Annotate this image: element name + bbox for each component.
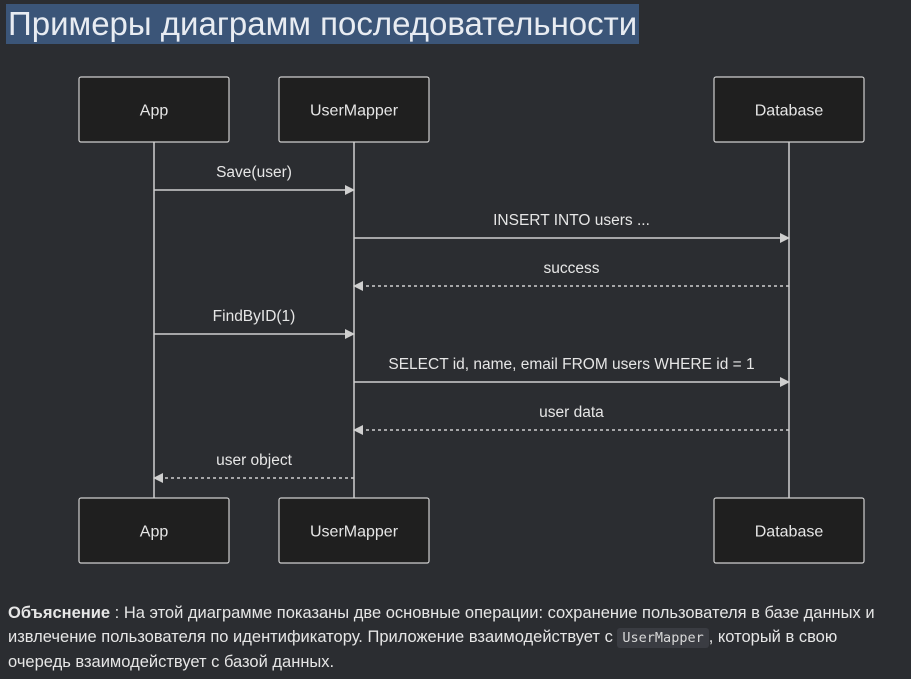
message-label-3: success bbox=[544, 260, 600, 277]
message-label-1: Save(user) bbox=[216, 164, 292, 181]
participant-box-app-top bbox=[78, 76, 230, 143]
explanation-text-after: , который в свою очередь взаимодействует… bbox=[8, 628, 838, 671]
message-label-2: INSERT INTO users ... bbox=[493, 212, 650, 229]
participant-label-database-bottom: Database bbox=[755, 524, 824, 541]
lifelines bbox=[153, 142, 790, 498]
message-label-5: SELECT id, name, email FROM users WHERE … bbox=[388, 356, 754, 373]
page-title: Примеры диаграмм последовательности bbox=[6, 4, 640, 44]
participant-label-app-bottom: App bbox=[140, 524, 169, 541]
messages: Save(user) INSERT INTO users ... successFi… bbox=[153, 164, 790, 483]
explanation-label: Объяснение bbox=[8, 604, 111, 622]
participant-box-database-top bbox=[713, 76, 865, 143]
participant-label-database-top: Database bbox=[755, 103, 824, 120]
participant-boxes: AppAppUserMapperUserMapperDatabaseDataba… bbox=[78, 76, 865, 564]
message-label-7: user object bbox=[216, 452, 293, 469]
page-title-wrap: Примеры диаграмм последовательности bbox=[6, 4, 640, 44]
participant-label-usermapper-top: UserMapper bbox=[310, 103, 399, 120]
inline-code-usermapper: UserMapper bbox=[617, 628, 709, 648]
message-label-6: user data bbox=[539, 404, 604, 421]
participant-label-usermapper-bottom: UserMapper bbox=[310, 524, 399, 541]
participant-box-usermapper-bottom bbox=[278, 497, 430, 564]
explanation-text-before: : На этой диаграмме показаны две основны… bbox=[8, 604, 875, 646]
participant-box-app-bottom bbox=[78, 497, 230, 564]
participant-box-usermapper-top bbox=[278, 76, 430, 143]
explanation-paragraph: Объяснение : На этой диаграмме показаны … bbox=[8, 601, 903, 674]
message-label-4: FindByID(1) bbox=[213, 308, 296, 325]
participant-box-database-bottom bbox=[713, 497, 865, 564]
participant-label-app-top: App bbox=[140, 103, 169, 120]
sequence-diagram-svg: AppAppUserMapperUserMapperDatabaseDataba… bbox=[78, 76, 865, 564]
